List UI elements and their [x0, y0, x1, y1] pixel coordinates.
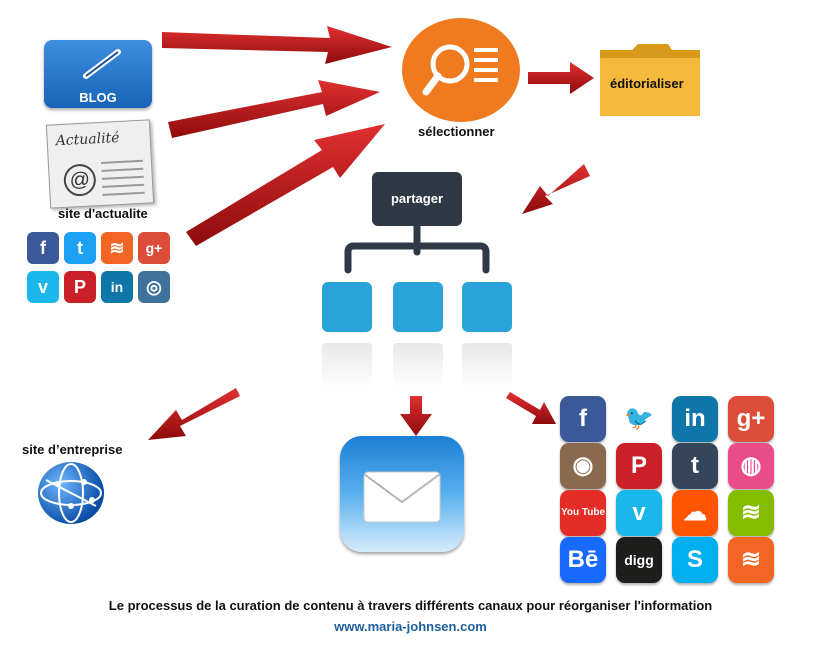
share-node-1	[322, 282, 372, 332]
facebook-icon: f	[27, 232, 59, 264]
share-node-reflection-3	[462, 343, 512, 388]
envelope-icon	[363, 471, 441, 523]
at-sign-icon: @	[62, 163, 97, 197]
dribbble-icon: ◍	[728, 443, 774, 489]
spotify-icon: ≋	[728, 490, 774, 536]
pinterest-icon: P	[64, 271, 96, 303]
share-connector	[344, 226, 490, 274]
selection-circle	[402, 18, 520, 122]
mail-icon	[340, 436, 464, 552]
rss-icon: ≋	[728, 537, 774, 583]
youtube-icon: You Tube	[560, 490, 606, 536]
selectionner-label: sélectionner	[418, 124, 495, 139]
site-entreprise-label: site d’entreprise	[22, 442, 123, 457]
linkedin-icon: in	[672, 396, 718, 442]
instagram-icon: ◎	[138, 271, 170, 303]
arrow-blog-to-select	[162, 26, 392, 64]
source-url[interactable]: www.maria-johnsen.com	[334, 619, 487, 634]
magnifier-icon	[422, 44, 498, 96]
arrow-select-to-edit	[528, 62, 594, 94]
newspaper-icon: Actualité @	[45, 119, 155, 209]
rss-icon: ≋	[101, 232, 133, 264]
network-lines	[40, 463, 102, 523]
soundcloud-icon: ☁	[672, 490, 718, 536]
arrow-news-to-select	[168, 80, 380, 138]
pen-icon	[83, 49, 121, 79]
facebook-icon: f	[560, 396, 606, 442]
folder-shape	[600, 44, 700, 116]
vimeo-icon: v	[27, 271, 59, 303]
twitter-icon: t	[64, 232, 96, 264]
twitter-bird-icon: 🐦	[616, 396, 662, 442]
caption: Le processus de la curation de contenu à…	[108, 598, 713, 613]
newspaper-lines	[100, 159, 145, 196]
arrow-social-to-select	[186, 124, 385, 246]
partager-box: partager	[372, 172, 462, 226]
share-node-3	[462, 282, 512, 332]
digg-icon: digg	[616, 537, 662, 583]
share-node-2	[393, 282, 443, 332]
folder-icon	[598, 40, 702, 118]
vimeo-icon: v	[616, 490, 662, 536]
behance-icon: Bē	[560, 537, 606, 583]
editorialiser-label: éditorialiser	[610, 76, 684, 91]
share-node-reflection-1	[322, 343, 372, 388]
share-node-reflection-2	[393, 343, 443, 388]
instagram-icon: ◉	[560, 443, 606, 489]
arrow-share-to-social	[506, 392, 556, 424]
arrow-share-to-company	[148, 388, 240, 440]
arrow-edit-to-share	[522, 164, 590, 214]
tumblr-icon: t	[672, 443, 718, 489]
site-actualite-label: site d'actualite	[58, 206, 148, 221]
arrow-share-to-mail	[400, 396, 432, 436]
google-plus-icon: g+	[138, 232, 170, 264]
linkedin-icon: in	[101, 271, 133, 303]
blog-icon: BLOG	[44, 40, 152, 108]
google-plus-icon: g+	[728, 396, 774, 442]
globe-network-icon	[38, 462, 104, 524]
blog-label: BLOG	[79, 90, 117, 105]
skype-icon: S	[672, 537, 718, 583]
pinterest-icon: P	[616, 443, 662, 489]
newspaper-heading: Actualité	[55, 129, 120, 150]
